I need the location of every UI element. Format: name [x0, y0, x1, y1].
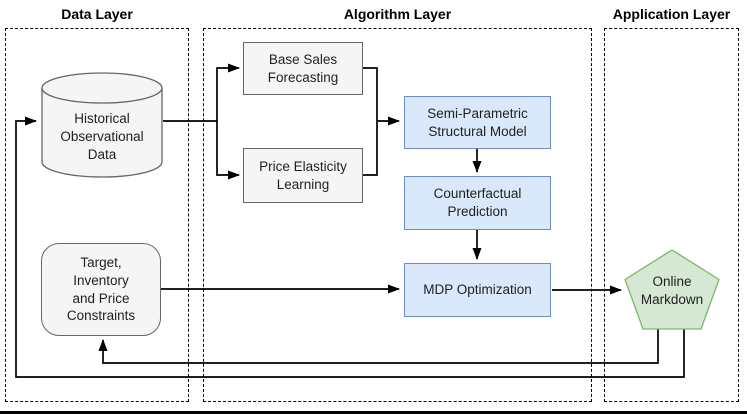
base-sales-label: Base Sales Forecasting: [267, 51, 339, 85]
node-counterfactual-prediction: Counterfactual Prediction: [404, 176, 551, 230]
cylinder-shape: [41, 72, 163, 178]
data-layer-title: Data Layer: [61, 6, 133, 22]
node-price-elasticity-learning: Price Elasticity Learning: [243, 148, 363, 203]
mdp-label: MDP Optimization: [423, 282, 532, 298]
node-historical-observational-data: Historical Observational Data: [41, 72, 163, 178]
price-elasticity-label: Price Elasticity Learning: [259, 158, 347, 192]
algorithm-layer-title: Algorithm Layer: [343, 6, 452, 22]
online-markdown-label: Online Markdown: [640, 274, 704, 307]
figure-bottom-rule: [0, 411, 747, 414]
pentagon-shape: [624, 249, 720, 330]
application-layer-title: Application Layer: [612, 6, 731, 22]
node-target-inventory-price-constraints: Target, Inventory and Price Constraints: [41, 243, 161, 336]
counterfactual-label: Counterfactual Prediction: [433, 186, 522, 219]
application-layer-region: [604, 28, 739, 402]
constraints-label: Target, Inventory and Price Constraints: [66, 254, 136, 324]
node-mdp-optimization: MDP Optimization: [404, 263, 551, 317]
historical-data-label: Historical Observational Data: [60, 111, 144, 162]
node-online-markdown: Online Markdown: [624, 249, 720, 330]
node-base-sales-forecasting: Base Sales Forecasting: [243, 42, 363, 95]
semi-parametric-label: Semi-Parametric Structural Model: [427, 105, 528, 139]
node-semi-parametric-structural-model: Semi-Parametric Structural Model: [404, 96, 551, 149]
